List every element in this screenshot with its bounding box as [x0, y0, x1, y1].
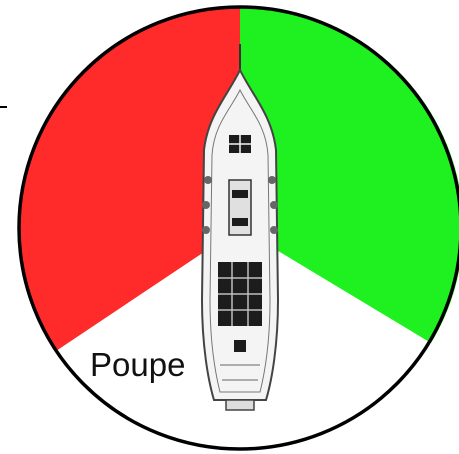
stern-label: Poupe — [90, 346, 185, 383]
rudder — [226, 400, 254, 410]
midship-skylight — [229, 180, 251, 235]
stern-hatch — [234, 340, 246, 352]
